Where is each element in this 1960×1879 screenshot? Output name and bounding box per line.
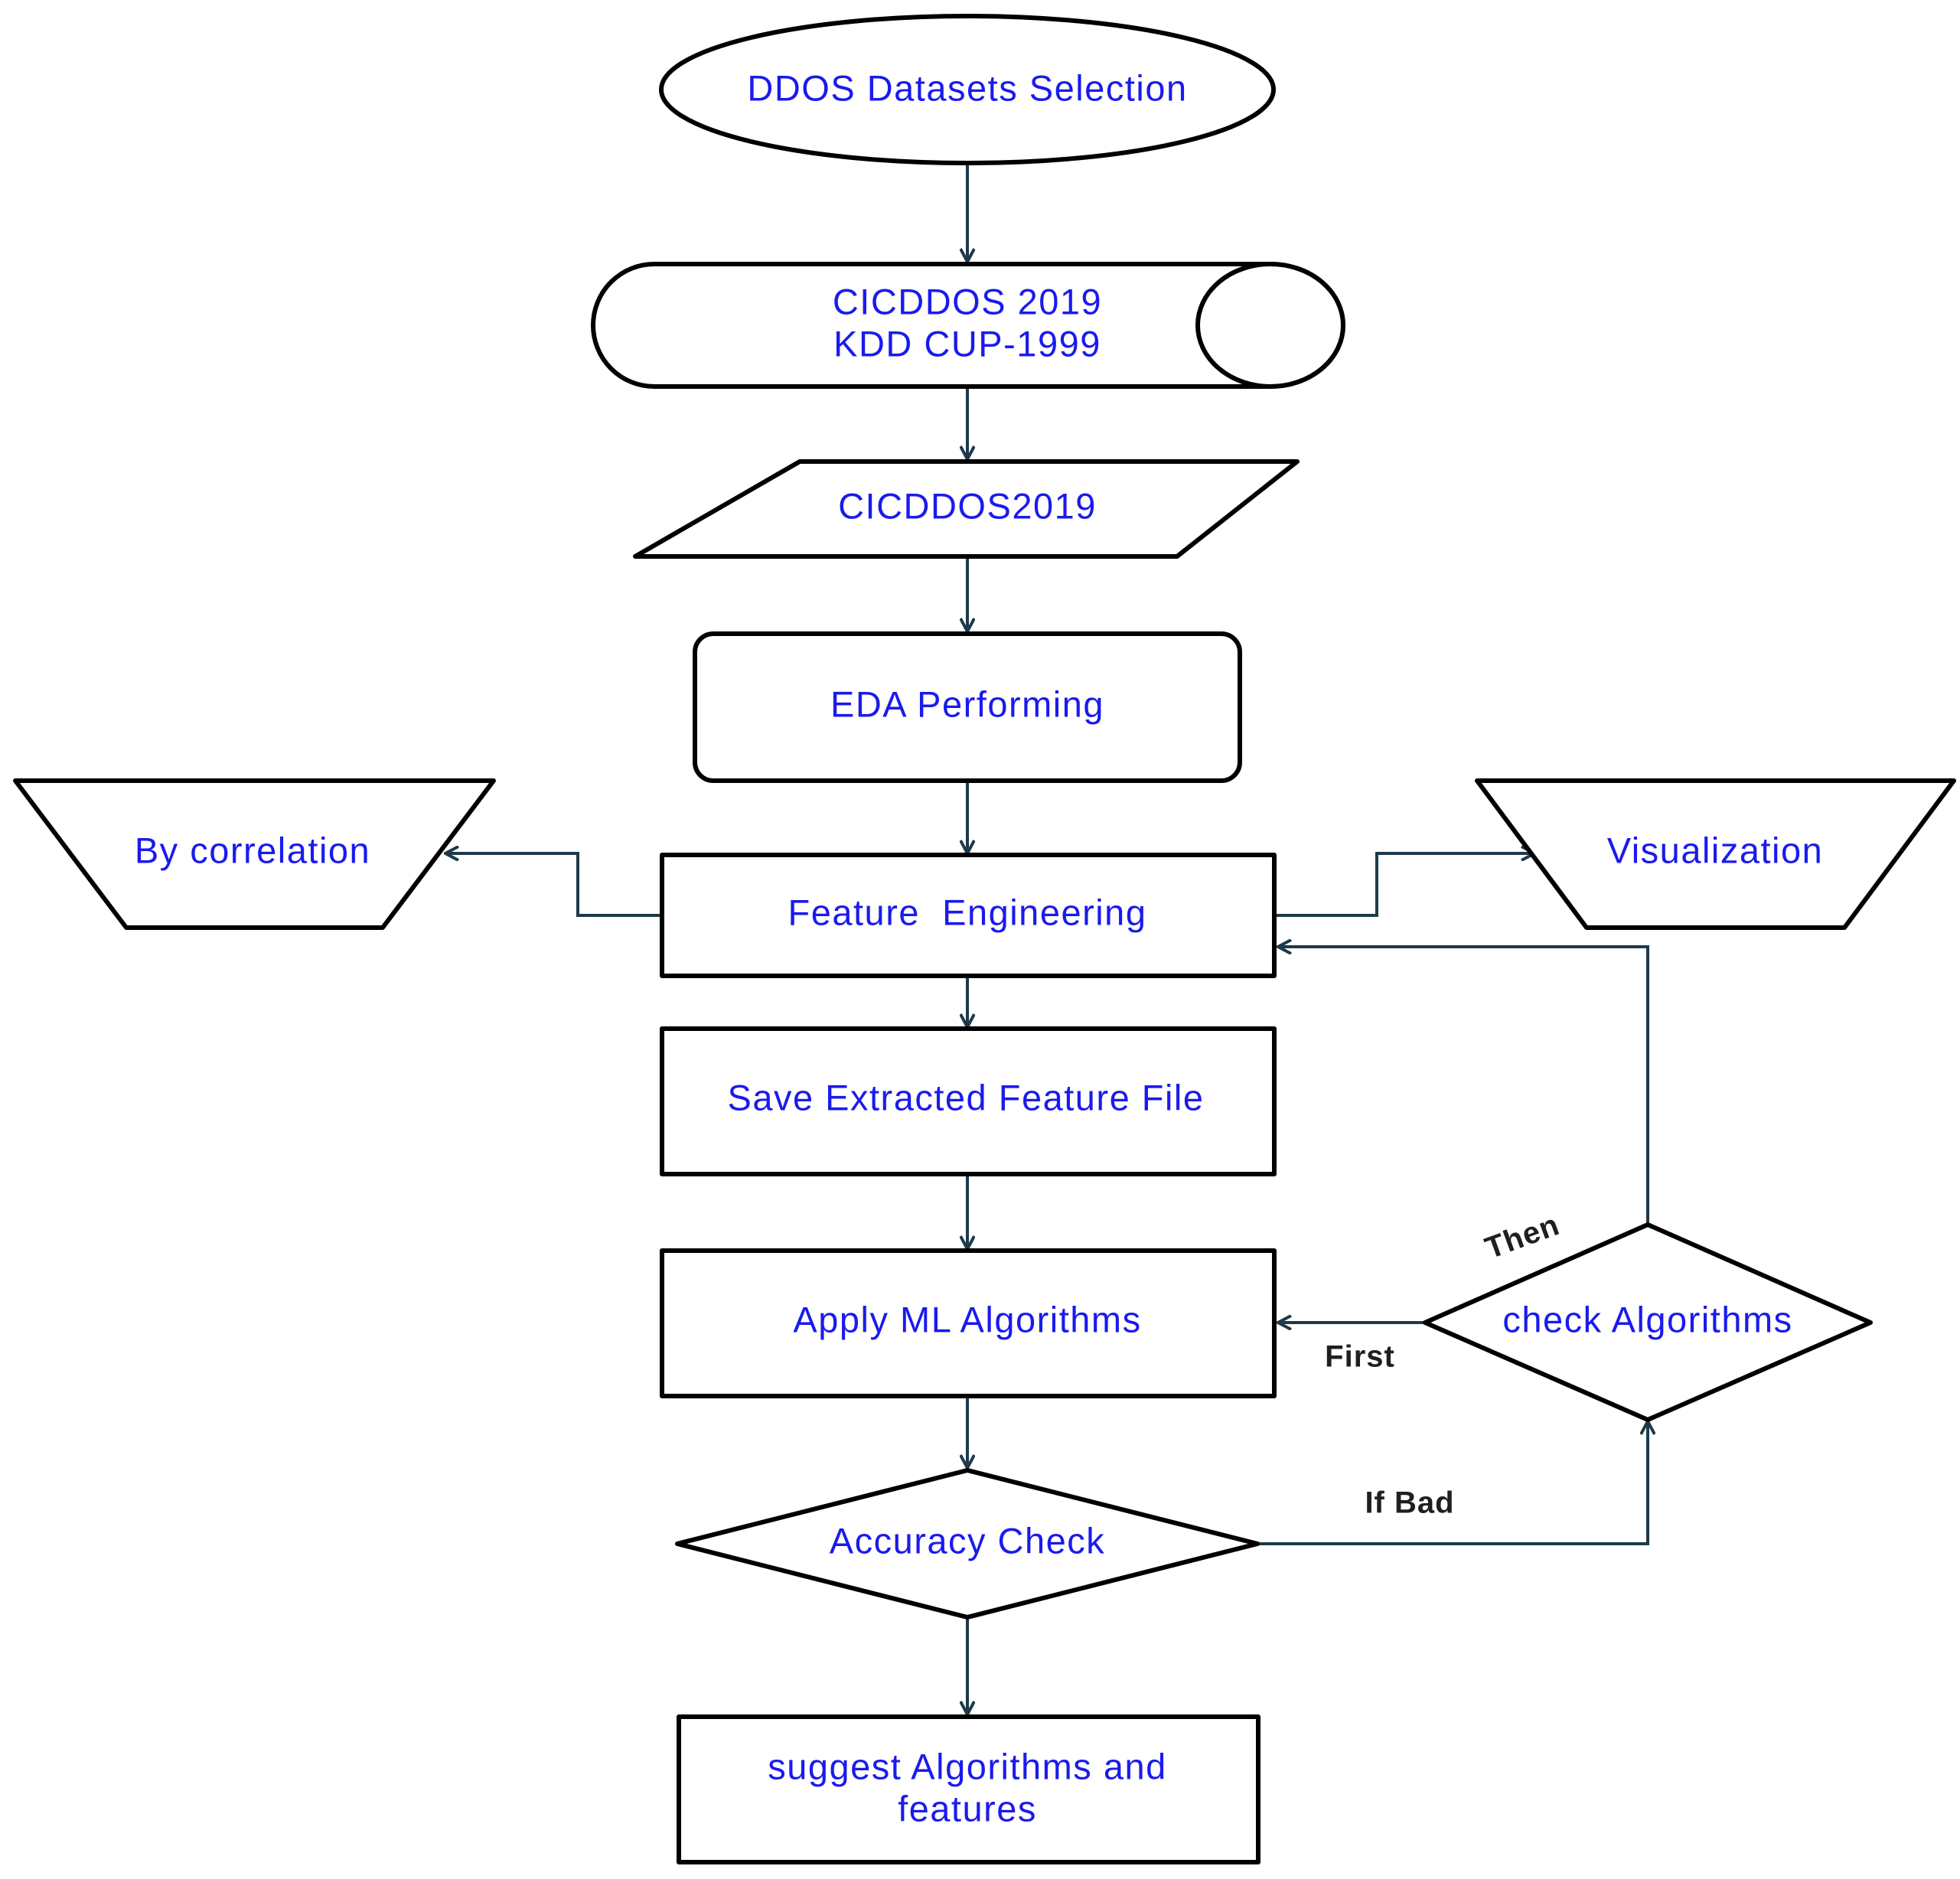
edge-label-if-bad: If Bad xyxy=(1365,1486,1454,1520)
node-save-features[interactable]: Save Extracted Feature File xyxy=(660,1026,1277,1176)
diamond-shape xyxy=(1423,1222,1873,1422)
edge-check-algorithms-to-feature-engineering xyxy=(1278,947,1649,1225)
accuracy-check-label: Accuracy Check xyxy=(830,1520,1106,1561)
node-datasets-storage[interactable]: CICDDOS 2019 KDD CUP-1999 xyxy=(591,262,1345,389)
node-check-algorithms[interactable]: check Algorithms xyxy=(1423,1222,1873,1422)
edge-feature-engineering-to-visualization xyxy=(1274,853,1534,917)
diamond-shape xyxy=(675,1468,1260,1620)
connectors xyxy=(445,165,1648,1714)
node-suggest[interactable]: suggest Algorithms and features xyxy=(677,1714,1260,1864)
rect-shape xyxy=(660,1248,1277,1398)
eda-label: EDA Performing xyxy=(830,683,1104,724)
edge-accuracy-to-check-algorithms xyxy=(1257,1421,1648,1545)
rect-shape xyxy=(660,1026,1277,1176)
node-feature-engineering[interactable]: Feature Engineering xyxy=(660,853,1277,978)
node-apply-ml[interactable]: Apply ML Algorithms xyxy=(660,1248,1277,1398)
node-accuracy-check[interactable]: Accuracy Check xyxy=(675,1468,1260,1620)
selected-dataset-label: CICDDOS2019 xyxy=(838,485,1097,526)
save-features-label: Save Extracted Feature File xyxy=(727,1077,1204,1117)
edge-label-first: First xyxy=(1325,1340,1395,1374)
rect-shape xyxy=(677,1714,1260,1864)
by-correlation-label: By correlation xyxy=(135,830,370,870)
node-selected-dataset[interactable]: CICDDOS2019 xyxy=(633,459,1300,559)
check-algorithms-label: check Algorithms xyxy=(1502,1299,1792,1339)
ellipse-shape xyxy=(659,14,1276,165)
datasets-selection-label: DDOS Datasets Selection xyxy=(747,67,1187,108)
node-visualization[interactable]: Visualization xyxy=(1475,778,1956,930)
datasets-storage-line-1: CICDDOS 2019 xyxy=(833,281,1102,321)
visualization-label: Visualization xyxy=(1607,830,1824,870)
trapezoid-shape xyxy=(1475,778,1956,930)
feature-engineering-label: Feature Engineering xyxy=(788,892,1147,932)
node-by-correlation[interactable]: By correlation xyxy=(13,778,496,930)
edge-label-then: Then xyxy=(1481,1208,1564,1265)
trapezoid-shape xyxy=(13,778,496,930)
apply-ml-label: Apply ML Algorithms xyxy=(793,1299,1141,1339)
edge-feature-engineering-to-correlation xyxy=(445,853,660,917)
parallelogram-shape xyxy=(633,459,1300,559)
cylinder-cap xyxy=(1195,262,1345,389)
suggest-line-1: suggest Algorithms and xyxy=(768,1746,1167,1786)
node-eda[interactable]: EDA Performing xyxy=(693,631,1242,783)
rect-shape xyxy=(660,853,1277,978)
node-datasets-selection[interactable]: DDOS Datasets Selection xyxy=(659,14,1276,165)
rounded-rect-shape xyxy=(693,631,1242,783)
datasets-storage-line-2: KDD CUP-1999 xyxy=(833,323,1101,364)
suggest-line-2: features xyxy=(898,1788,1037,1828)
